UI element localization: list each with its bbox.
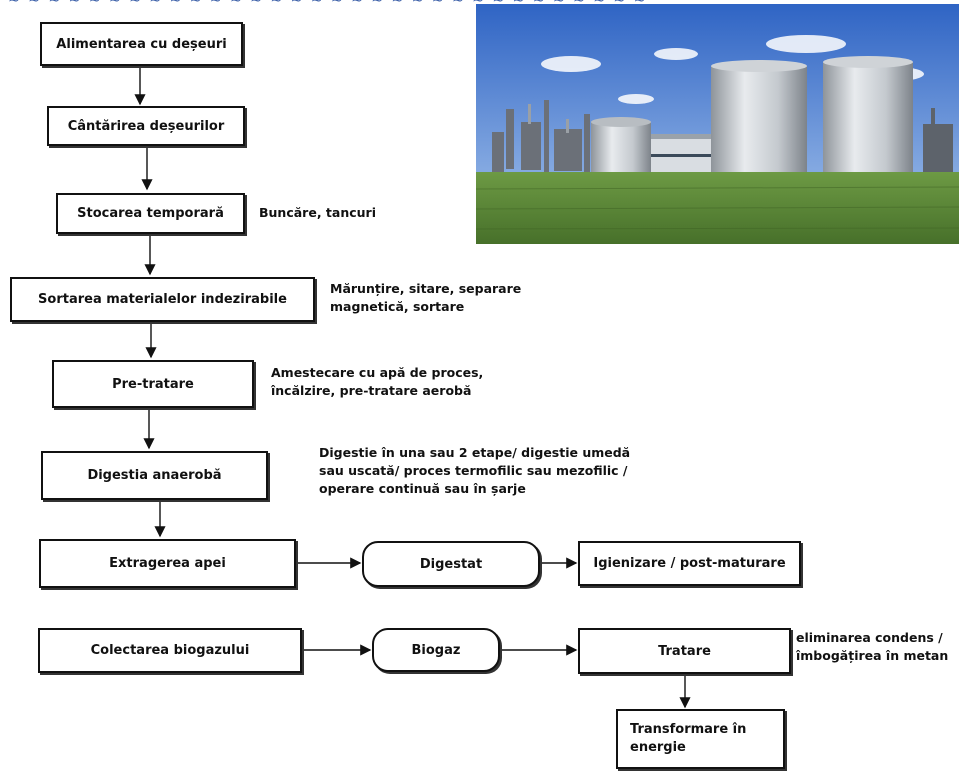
biogas-plant-photo bbox=[476, 4, 959, 244]
note-sortare-line-2: magnetică, sortare bbox=[330, 298, 465, 314]
step-alimentare: Alimentarea cu deșeuri bbox=[40, 22, 243, 66]
step-stocare: Stocarea temporară bbox=[56, 193, 245, 234]
note-sortare: Mărunțire, sitare, separare magnetică, s… bbox=[330, 280, 521, 316]
step-digestat: Digestat bbox=[362, 541, 540, 587]
step-colectare: Colectarea biogazului bbox=[38, 628, 302, 673]
cropped-title-strip: ~ ~ ~ ~ ~ ~ ~ ~ ~ ~ ~ ~ ~ ~ ~ ~ ~ ~ ~ ~ … bbox=[8, 0, 648, 9]
note-pretratare-line-1: Amestecare cu apă de proces, bbox=[271, 365, 484, 380]
note-sortare-line-1: Mărunțire, sitare, separare bbox=[330, 281, 522, 296]
note-digestie-line-2: sau uscată/ proces termofilic sau mezofi… bbox=[319, 462, 628, 478]
step-sortare: Sortarea materialelor indezirabile bbox=[10, 277, 315, 322]
note-tratare-line-2: îmbogățirea în metan bbox=[796, 647, 949, 663]
step-pretratare: Pre-tratare bbox=[52, 360, 254, 408]
note-tratare-line-1: eliminarea condens / bbox=[796, 630, 943, 645]
step-biogaz: Biogaz bbox=[372, 628, 500, 672]
note-pretratare-line-2: încălzire, pre-tratare aerobă bbox=[271, 382, 472, 398]
note-digestie: Digestie în una sau 2 etape/ digestie um… bbox=[319, 444, 630, 497]
step-digestie: Digestia anaerobă bbox=[41, 451, 268, 500]
note-digestie-line-1: Digestie în una sau 2 etape/ digestie um… bbox=[319, 445, 631, 460]
step-cantarire: Cântărirea deșeurilor bbox=[47, 106, 245, 146]
note-digestie-line-3: operare continuă sau în șarje bbox=[319, 480, 526, 496]
step-transformare: Transformare în energie bbox=[616, 709, 785, 769]
step-tratare: Tratare bbox=[578, 628, 791, 674]
step-igienizare: Igienizare / post-maturare bbox=[578, 541, 801, 586]
note-tratare: eliminarea condens / îmbogățirea în meta… bbox=[796, 629, 948, 665]
step-extragere: Extragerea apei bbox=[39, 539, 296, 588]
note-pretratare: Amestecare cu apă de proces, încălzire, … bbox=[271, 364, 483, 400]
note-stocare: Buncăre, tancuri bbox=[259, 205, 376, 220]
